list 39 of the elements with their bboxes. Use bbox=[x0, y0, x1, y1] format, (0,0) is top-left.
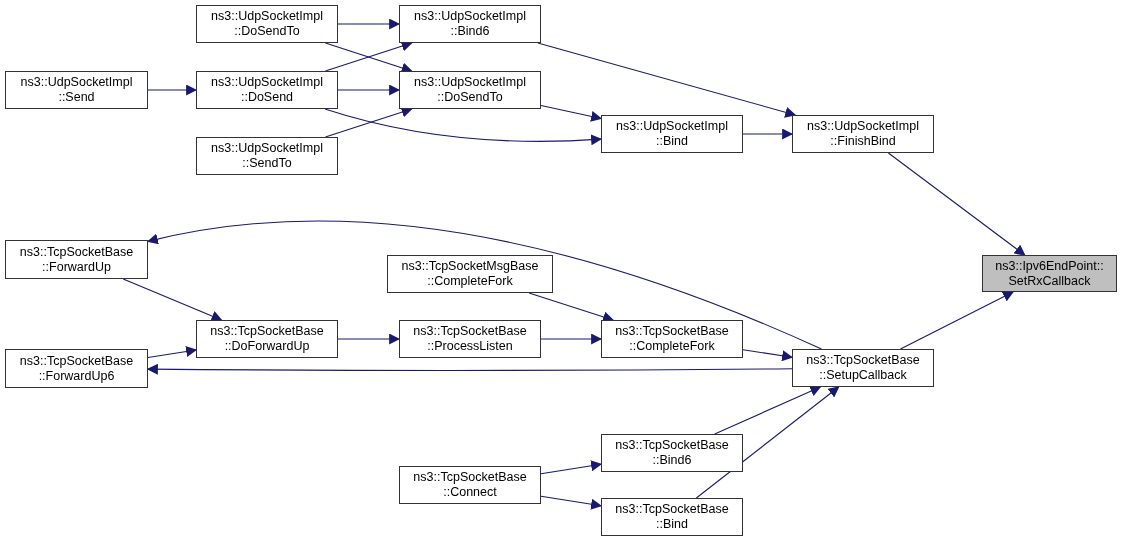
arrow bbox=[122, 278, 223, 322]
arrow bbox=[337, 18, 401, 30]
function-box: ns3::TcpSocketBase ::ForwardUp bbox=[5, 240, 148, 279]
function-box: ns3::UdpSocketImpl ::Send bbox=[5, 71, 148, 109]
function-box: ns3::UdpSocketImpl ::Bind bbox=[601, 115, 743, 153]
arrow bbox=[540, 333, 603, 345]
arrow bbox=[540, 460, 603, 475]
arrow bbox=[742, 128, 794, 140]
arrow bbox=[742, 349, 794, 362]
function-box: ns3::TcpSocketBase ::Bind bbox=[601, 498, 743, 536]
arrow bbox=[540, 104, 603, 122]
arrow bbox=[337, 333, 401, 345]
function-box: ns3::UdpSocketImpl ::Bind6 bbox=[399, 5, 541, 43]
function-box: ns3::TcpSocketBase ::SetupCallback bbox=[792, 349, 934, 387]
function-box: ns3::TcpSocketBase ::Connect bbox=[399, 466, 541, 504]
function-box: ns3::UdpSocketImpl ::FinishBind bbox=[792, 115, 934, 153]
arrow bbox=[887, 152, 1026, 256]
arrow bbox=[147, 346, 198, 358]
function-box: ns3::TcpSocketBase ::ForwardUp6 bbox=[5, 349, 148, 388]
arrow bbox=[147, 84, 198, 96]
arrow bbox=[899, 291, 1014, 350]
arrow bbox=[540, 495, 603, 510]
arrow bbox=[337, 84, 401, 96]
arrow bbox=[714, 386, 822, 435]
function-box: ns3::TcpSocketBase ::DoForwardUp bbox=[196, 320, 338, 358]
function-box: ns3::TcpSocketMsgBase ::CompleteFork bbox=[387, 255, 553, 293]
function-box: ns3::UdpSocketImpl ::DoSendTo bbox=[196, 5, 338, 43]
function-box: ns3::TcpSocketBase ::Bind6 bbox=[601, 434, 743, 472]
arrow bbox=[146, 363, 793, 375]
arrow bbox=[695, 386, 840, 499]
function-box: ns3::Ipv6EndPoint:: SetRxCallback bbox=[982, 255, 1117, 292]
function-box: ns3::UdpSocketImpl ::SendTo bbox=[196, 137, 338, 175]
arrow bbox=[146, 220, 822, 350]
function-box: ns3::TcpSocketBase ::ProcessListen bbox=[399, 320, 541, 358]
arrow bbox=[324, 108, 603, 146]
function-box: ns3::UdpSocketImpl ::DoSend bbox=[196, 71, 338, 109]
function-box: ns3::TcpSocketBase ::CompleteFork bbox=[601, 320, 743, 358]
arrow bbox=[537, 42, 797, 118]
function-box: ns3::UdpSocketImpl ::DoSendTo bbox=[399, 71, 541, 109]
